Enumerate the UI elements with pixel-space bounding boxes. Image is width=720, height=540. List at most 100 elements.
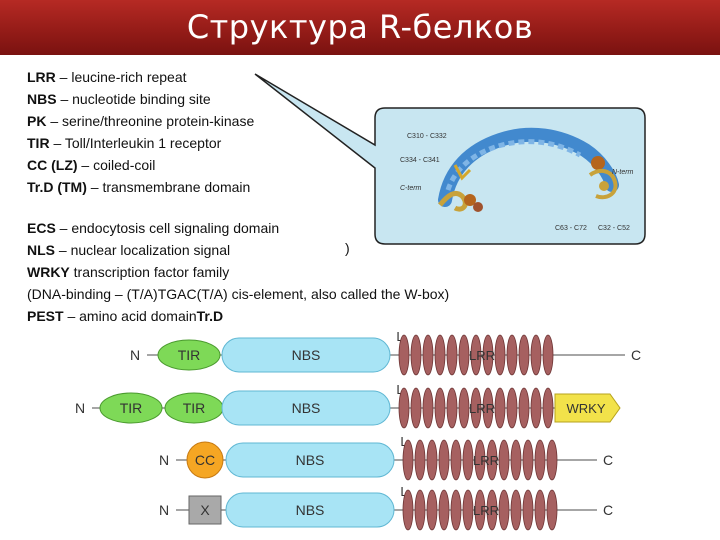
lrr-repeat [446,334,458,376]
label-c32: C32 - C52 [598,225,630,232]
nbs-domain [225,442,395,478]
lrr-repeat [434,334,446,376]
abbr: ECS [27,220,56,236]
lrr-repeat [458,334,470,376]
label-cterm: C-term [400,185,422,192]
lrr-repeat [470,334,482,376]
nbs-label: NBS [296,452,325,468]
definition-lrr: LRR – leucine-rich repeat [27,66,347,88]
wrky-domain [554,393,621,423]
lrr-repeat [470,387,482,429]
n-terminus-label: N [130,347,140,363]
c-terminus-label: C [631,347,641,363]
lrr-repeat [546,439,558,481]
definition-nls: NLS – nuclear localization signal [27,239,587,261]
lrr-repeat [410,387,422,429]
definition-trd: Tr.D (TM) – transmembrane domain [27,176,347,198]
definition-text: – amino acid domain [63,308,197,324]
lrr-label: LRR [473,503,499,518]
lrr-repeat [402,439,414,481]
page-title: Структура R-белков [186,8,534,46]
lrr-repeat [482,334,494,376]
lrr-repeat [530,334,542,376]
nbs-domain [225,492,395,528]
lrr-repeat [474,489,486,531]
lrr-repeat [422,387,434,429]
nbs-label: NBS [292,400,321,416]
lrr-repeat [398,334,410,376]
lrr-repeat [438,439,450,481]
definition-nbs: NBS – nucleotide binding site [27,88,347,110]
abbr: NBS [27,91,57,107]
n-terminus-label: N [159,502,169,518]
stray-paren: ) [345,240,350,256]
n-terminus-label: N [159,452,169,468]
definition-text: (DNA-binding – (T/A)TGAC(T/A) cis-elemen… [27,286,450,302]
lrr-repeat [414,489,426,531]
lrr-repeat [542,387,554,429]
c-terminus-label: C [603,452,613,468]
label-nterm: N-term [612,169,634,176]
lrr-repeat [450,489,462,531]
lrr-repeat [402,489,414,531]
lrr-repeat [426,489,438,531]
nbs-label: NBS [292,347,321,363]
definition-text: – coiled-coil [77,157,156,173]
definition-tir: TIR – Toll/Interleukin 1 receptor [27,132,347,154]
definition-text: – endocytosis cell signaling domain [55,220,280,236]
lrr-repeat [450,439,462,481]
lrr-repeat [498,439,510,481]
linker-label: L [400,484,407,499]
definition-cc: CC (LZ) – coiled-coil [27,154,347,176]
lrr-repeat [434,387,446,429]
definition-text: – nucleotide binding site [56,91,211,107]
lrr-repeat [474,439,486,481]
definition-ecs: ECS – endocytosis cell signaling domain [27,217,587,239]
lrr-repeat [422,334,434,376]
abbr: NLS [27,242,55,258]
domain-label: TIR [183,400,206,416]
lrr-repeat [506,387,518,429]
lrr-repeat [486,489,498,531]
tir-domain [157,339,221,371]
lrr-repeat [534,439,546,481]
definitions-list-2: ECS – endocytosis cell signaling domain … [27,217,587,327]
wrky-label: WRKY [567,401,606,416]
definition-pest: PEST – amino acid domainTr.D [27,305,587,327]
n-terminus-label: N [75,400,85,416]
nbs-label: NBS [296,502,325,518]
linker-label: L [396,382,403,397]
lrr-repeat [438,489,450,531]
domain-label: CC [195,452,215,468]
lrr-repeat [522,489,534,531]
abbr: Tr.D (TM) [27,179,87,195]
label-c334: C334 - C341 [400,157,440,164]
linker-label: L [396,329,403,344]
lrr-repeat [510,439,522,481]
lrr-repeat [542,334,554,376]
domain-label: TIR [120,400,143,416]
domain-label: X [200,502,210,518]
c-terminus-label: C [603,502,613,518]
lrr-repeat [506,334,518,376]
lrr-repeat [398,387,410,429]
abbr: TIR [27,135,50,151]
cc-domain [186,441,224,479]
lrr-label: LRR [473,453,499,468]
lrr-repeat [458,387,470,429]
lrr-repeat [530,387,542,429]
definition-text: – transmembrane domain [86,179,251,195]
lrr-repeat [410,334,422,376]
abbr: PK [27,113,47,129]
lrr-repeat [522,439,534,481]
nbs-domain [221,390,391,426]
abbr: LRR [27,69,56,85]
protein-ribbon-image [438,127,619,212]
linker-label: L [400,434,407,449]
definition-text: transcription factor family [69,264,230,280]
definition-text: – leucine-rich repeat [55,69,187,85]
definition-wrky: WRKY transcription factor family [27,261,587,283]
lrr-repeat [462,489,474,531]
x-domain-box [188,495,222,525]
